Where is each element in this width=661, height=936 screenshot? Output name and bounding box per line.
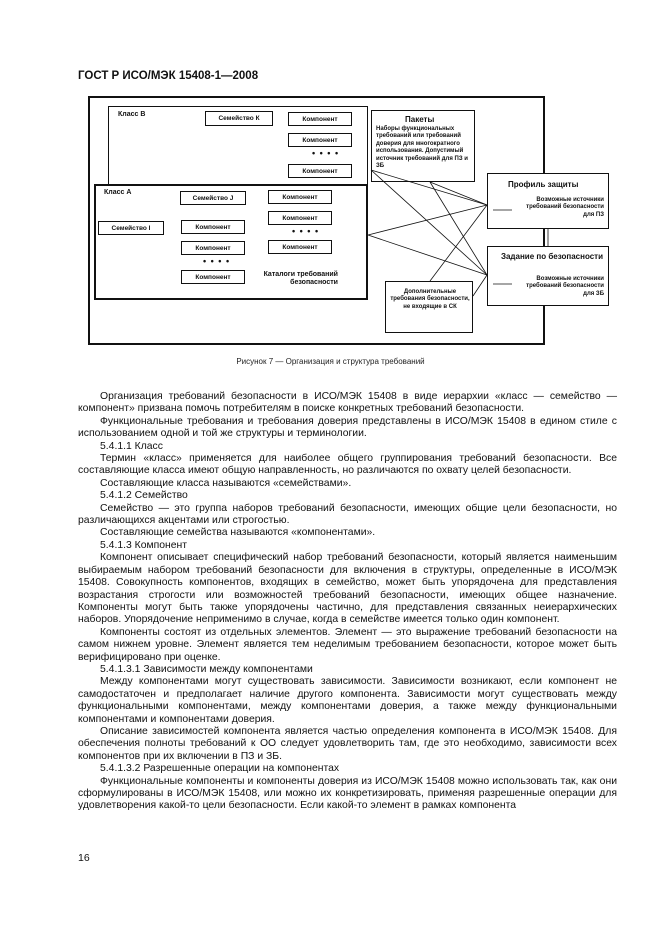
component-j2: Компонент xyxy=(268,211,332,225)
figure-caption: Рисунок 7 — Организация и структура треб… xyxy=(236,357,425,366)
paragraph: Функциональные требования и требования д… xyxy=(78,415,617,440)
component-b3: Компонент xyxy=(288,164,352,178)
component-j-ellipsis: • • • • xyxy=(292,226,320,236)
page-number: 16 xyxy=(78,852,90,864)
section-heading: 5.4.1.3.1 Зависимости между компонентами xyxy=(100,663,313,675)
component-b1: Компонент xyxy=(288,112,352,126)
catalog-label: Каталоги требований безопасности xyxy=(263,271,338,286)
security-target-title: Задание по безопасности xyxy=(500,252,604,261)
extra-requirements-text: Дополнительные требования безопасности, … xyxy=(390,289,470,310)
protection-profile-box xyxy=(487,173,609,229)
packages-box xyxy=(371,110,475,182)
section-heading: 5.4.1.3 Компонент xyxy=(100,539,188,551)
paragraph: Компоненты состоят из отдельных элементо… xyxy=(78,626,617,663)
figure-7: Класс B Семейство К Компонент Компонент … xyxy=(0,0,661,366)
paragraph: Компонент описывает специфический набор … xyxy=(78,552,617,626)
paragraph: Составляющие семейства называются «компо… xyxy=(100,527,376,539)
family-k-box: Семейство К xyxy=(205,111,273,126)
component-i2: Компонент xyxy=(181,241,245,255)
packages-text: Наборы функциональных требований или тре… xyxy=(376,126,468,170)
paragraph: Описание зависимостей компонента являетс… xyxy=(78,725,617,762)
protection-profile-title: Профиль защиты xyxy=(508,180,579,189)
security-target-text: Возможные источники требований безопасно… xyxy=(526,276,604,297)
paragraph: Организация требований безопасности в ИС… xyxy=(78,391,617,415)
packages-title: Пакеты xyxy=(405,115,435,124)
paragraph: Между компонентами могут существовать за… xyxy=(78,676,617,725)
page-header: ГОСТ Р ИСО/МЭК 15408-1—2008 xyxy=(78,70,259,82)
section-heading: 5.4.1.1 Класс xyxy=(100,440,163,452)
class-a-label: Класс А xyxy=(104,189,132,196)
section-heading: 5.4.1.3.2 Разрешенные операции на компон… xyxy=(100,763,340,775)
paragraph: Составляющие класса называются «семейств… xyxy=(100,477,352,489)
paragraph: Функциональные компоненты и компоненты д… xyxy=(78,775,617,812)
connector-lines xyxy=(367,169,549,297)
family-i-box: Семейство I xyxy=(98,221,164,235)
body-text: Организация требований безопасности в ИС… xyxy=(78,391,617,813)
component-i3: Компонент xyxy=(181,270,245,284)
component-b2: Компонент xyxy=(288,133,352,147)
extra-requirements-box xyxy=(385,281,473,333)
component-j3: Компонент xyxy=(268,240,332,254)
component-j1: Компонент xyxy=(268,190,332,204)
family-j-box: Семейство J xyxy=(180,191,246,205)
protection-profile-text: Возможные источники требований безопасно… xyxy=(526,197,604,218)
class-b-label: Класс B xyxy=(118,111,146,118)
paragraph: Семейство — это группа наборов требовани… xyxy=(78,502,617,527)
component-i-ellipsis: • • • • xyxy=(203,256,231,266)
component-b-ellipsis: • • • • xyxy=(312,148,340,158)
component-i1: Компонент xyxy=(181,220,245,234)
security-target-box xyxy=(487,246,609,306)
section-heading: 5.4.1.2 Семейство xyxy=(100,490,188,502)
paragraph: Термин «класс» применяется для наиболее … xyxy=(78,453,617,477)
